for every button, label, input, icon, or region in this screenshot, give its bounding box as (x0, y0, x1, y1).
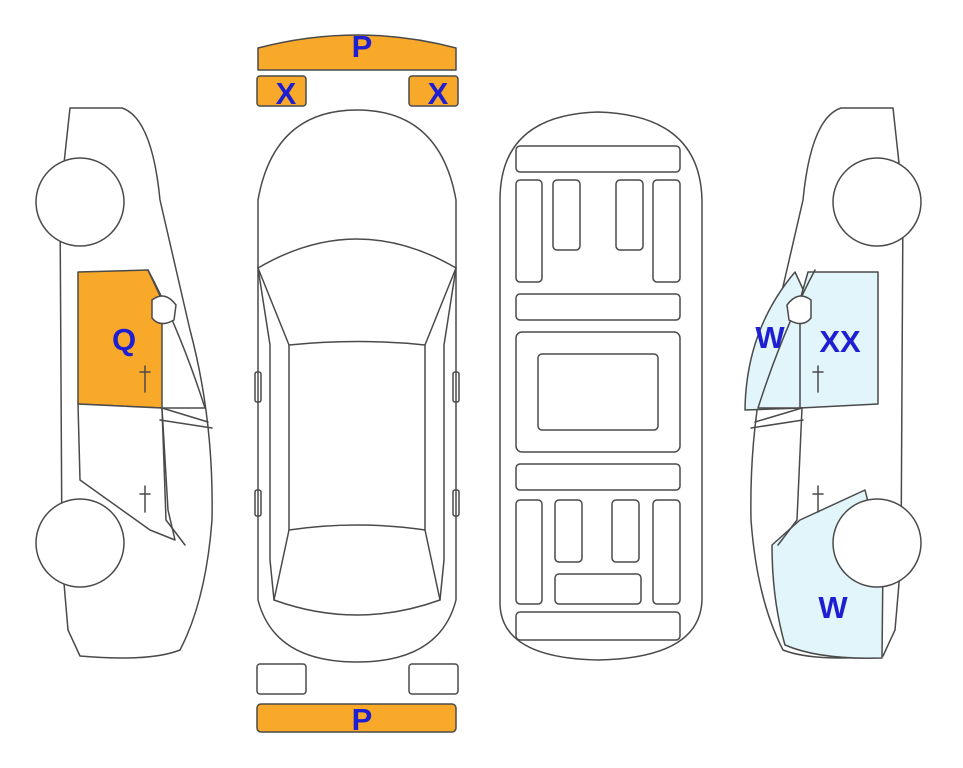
underbody-floor-pan (537, 353, 659, 431)
right-front-door-label: XX (819, 324, 861, 359)
left-rear-wheel (35, 498, 125, 588)
right-rear-handle (812, 485, 824, 513)
underbody-view (499, 111, 703, 661)
underbody-rear-right-rail (652, 499, 681, 605)
right-window-line (757, 269, 816, 409)
left-front-door-panel[interactable] (77, 269, 163, 409)
right-front-fender-label: W (755, 320, 785, 355)
underbody-rear-left-rail (515, 499, 543, 605)
underbody-floor-frame (515, 331, 681, 453)
underbody-outline (499, 111, 703, 661)
right-rear-wheel (832, 498, 922, 588)
underbody-rear-right-mount (611, 499, 640, 563)
rear-right-lamp-panel[interactable] (408, 663, 459, 695)
underbody-mid-crossmember (515, 293, 681, 321)
left-mirror-top (254, 371, 262, 403)
underbody-front-crossmember (515, 145, 681, 173)
right-handle-top (452, 489, 460, 517)
right-door-edge (777, 407, 803, 546)
left-front-wheel (35, 157, 125, 247)
front-right-lamp-label: X (428, 76, 449, 111)
left-front-door-label: Q (112, 322, 136, 357)
left-sill-line (159, 407, 213, 429)
underbody-rear-tank (554, 573, 642, 605)
underbody-front-left-rail (515, 179, 543, 283)
underbody-rear-crossmember (515, 463, 681, 491)
left-window-line (147, 269, 206, 409)
right-rear-quarter-label: W (818, 590, 848, 625)
left-side-view: Q (35, 107, 213, 659)
front-left-lamp-panel[interactable] (256, 75, 307, 107)
rear-bumper-label: P (352, 702, 373, 737)
right-mirror-top (452, 371, 460, 403)
right-front-wheel (832, 157, 922, 247)
underbody-front-right-rail (652, 179, 681, 283)
front-bumper-label: P (352, 29, 373, 64)
rear-left-lamp-panel[interactable] (256, 663, 307, 695)
roof (288, 344, 426, 531)
right-pillar (439, 267, 457, 601)
right-mirror (786, 295, 812, 325)
right-sill-line (750, 407, 804, 429)
front-left-lamp-label: X (276, 76, 297, 111)
underbody-rear-panel (515, 611, 681, 641)
left-rear-handle (139, 485, 151, 513)
underbody-rear-left-mount (554, 499, 583, 563)
top-view-body (257, 109, 457, 663)
left-door-edge (161, 407, 186, 546)
left-mirror (151, 295, 177, 325)
left-front-handle (139, 365, 151, 393)
right-front-handle (812, 365, 824, 393)
top-view: P X X P (254, 29, 460, 737)
rear-bumper-panel[interactable] (256, 703, 457, 733)
front-bumper-panel[interactable] (257, 34, 457, 71)
underbody-front-left-mount (552, 179, 581, 251)
left-pillar (257, 267, 275, 601)
underbody-front-right-mount (615, 179, 644, 251)
front-right-lamp-panel[interactable] (408, 75, 459, 107)
right-side-view: W XX W (744, 107, 922, 659)
left-handle-top (254, 489, 262, 517)
